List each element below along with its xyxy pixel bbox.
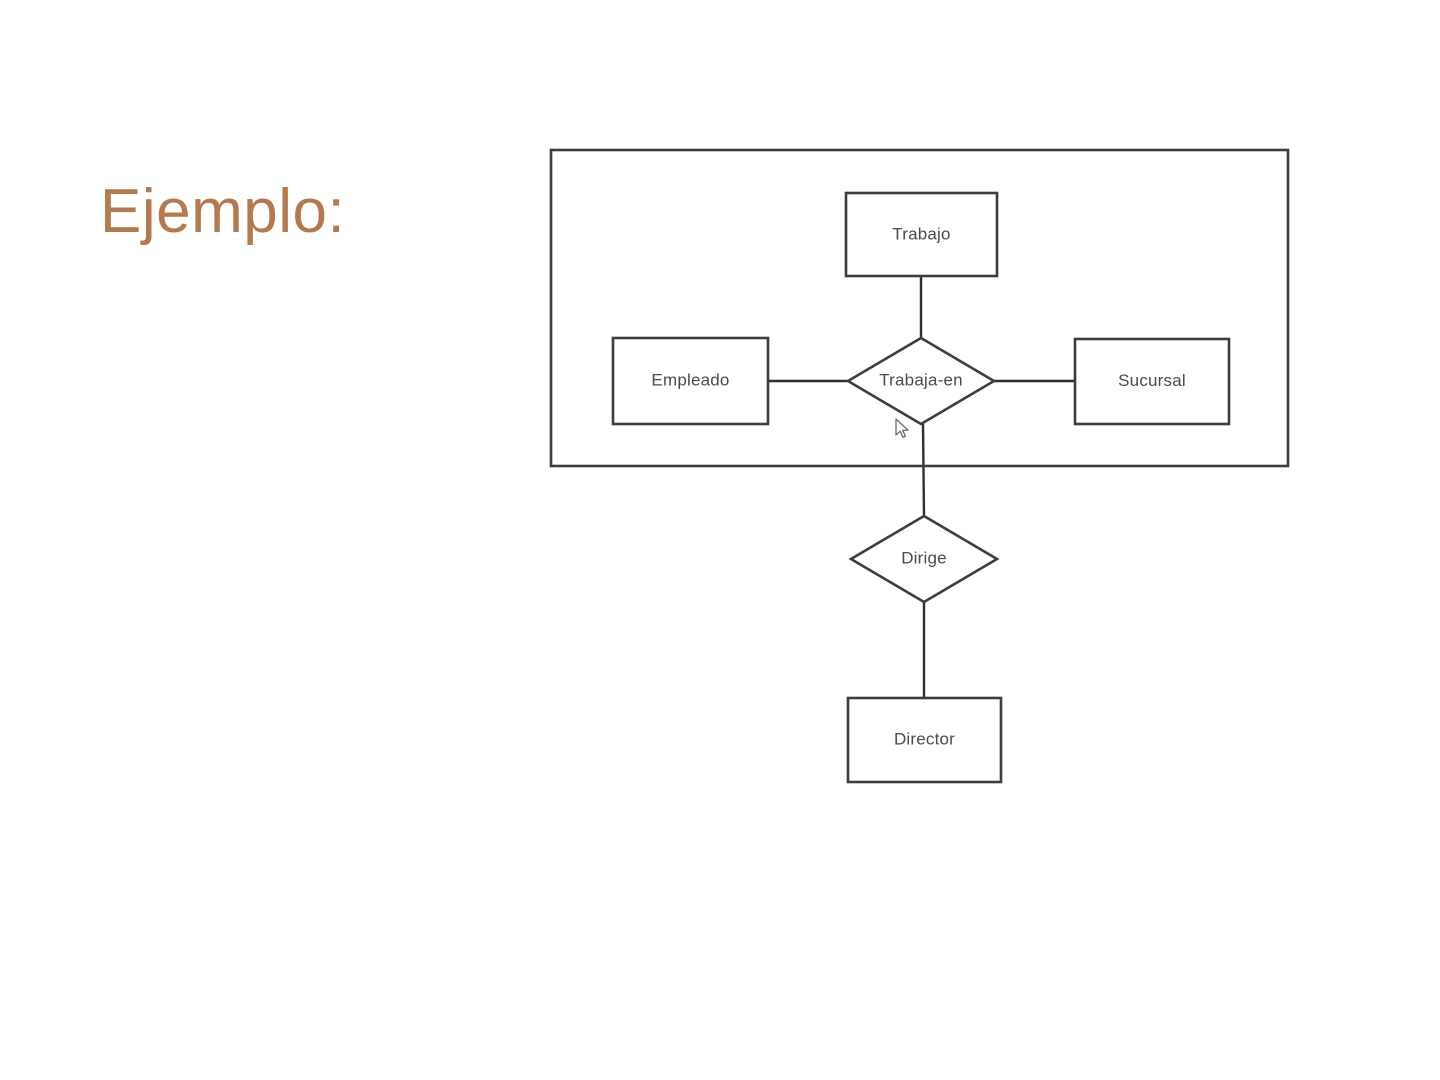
relationship-trabaja-en[interactable]: Trabaja-en bbox=[845, 336, 997, 426]
relationship-dirige-border bbox=[848, 514, 1000, 604]
entity-empleado-fill bbox=[613, 338, 768, 424]
entity-trabajo-border bbox=[844, 191, 999, 278]
entity-director[interactable]: Director bbox=[846, 696, 1003, 784]
entity-sucursal-fill bbox=[1075, 339, 1229, 424]
relationship-trabaja-en-border bbox=[845, 336, 997, 426]
relationship-dirige[interactable]: Dirige bbox=[848, 514, 1000, 604]
entity-empleado-label: Empleado bbox=[651, 370, 729, 389]
connection-trabaja-en-dirige bbox=[921, 422, 926, 518]
relationship-dirige-label: Dirige bbox=[901, 548, 947, 567]
entity-director-fill bbox=[848, 698, 1001, 782]
entity-empleado-border bbox=[611, 336, 770, 426]
entity-director-border bbox=[846, 696, 1003, 784]
entity-trabajo-fill bbox=[846, 193, 997, 276]
entity-sucursal[interactable]: Sucursal bbox=[1073, 337, 1231, 426]
connection-lines bbox=[768, 276, 1075, 699]
aggregation-box bbox=[549, 148, 1290, 468]
entity-empleado[interactable]: Empleado bbox=[611, 336, 770, 426]
entity-trabajo[interactable]: Trabajo bbox=[844, 191, 999, 278]
entity-trabajo-label: Trabajo bbox=[892, 224, 950, 243]
page-title: Ejemplo: bbox=[100, 177, 346, 246]
entity-sucursal-label: Sucursal bbox=[1118, 371, 1186, 390]
entity-director-label: Director bbox=[894, 729, 955, 748]
entity-sucursal-border bbox=[1073, 337, 1231, 426]
relationship-trabaja-en-label: Trabaja-en bbox=[879, 370, 963, 389]
